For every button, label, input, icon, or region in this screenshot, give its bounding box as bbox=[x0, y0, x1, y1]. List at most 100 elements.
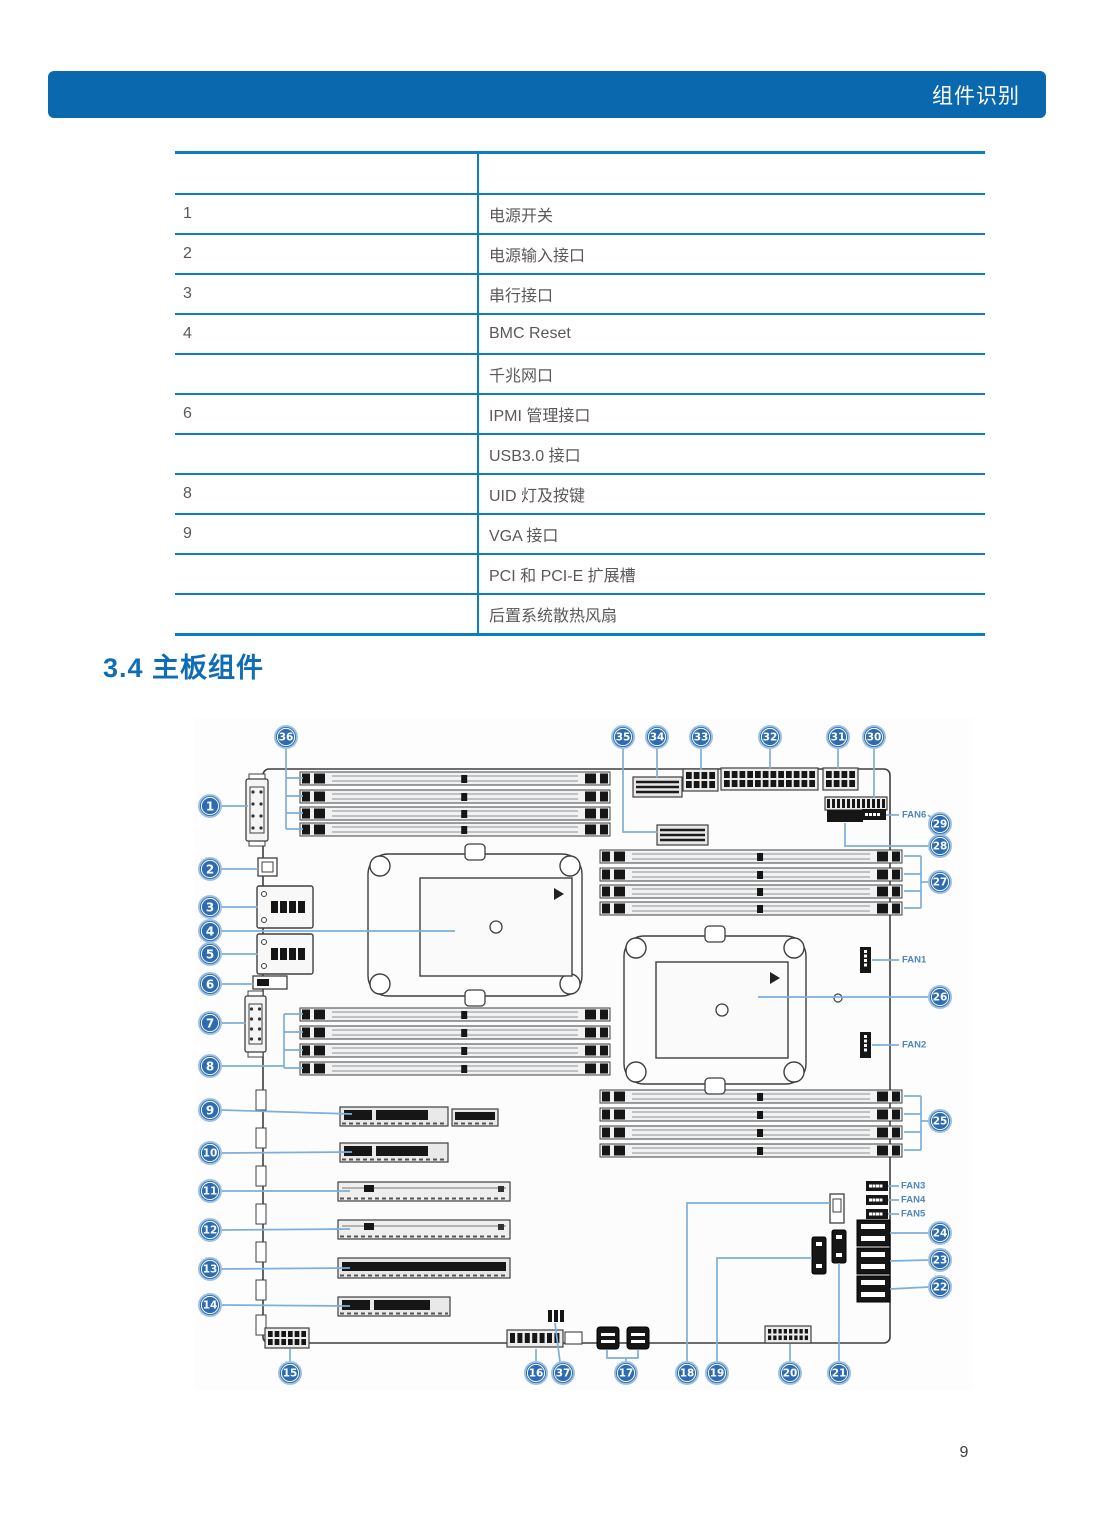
table-header-row bbox=[175, 154, 985, 195]
svg-text:17: 17 bbox=[619, 1368, 634, 1380]
svg-text:2: 2 bbox=[206, 863, 214, 877]
callout-16: 16 bbox=[525, 1349, 547, 1384]
callout-15: 15 bbox=[279, 1349, 301, 1384]
callout-6: 6 bbox=[199, 973, 254, 995]
table-row: 4BMC Reset bbox=[175, 315, 985, 355]
table-cell-desc: 电源开关 bbox=[479, 195, 985, 233]
section-title: 3.4 主板组件 bbox=[103, 646, 264, 685]
svg-text:31: 31 bbox=[831, 732, 846, 744]
page-number: 9 bbox=[952, 1444, 976, 1462]
svg-text:33: 33 bbox=[694, 732, 709, 744]
callout-27: 27 bbox=[904, 856, 951, 908]
callout-2: 2 bbox=[199, 858, 258, 880]
svg-text:32: 32 bbox=[763, 732, 778, 744]
table-cell-number: 1 bbox=[175, 195, 479, 233]
table-cell-number bbox=[175, 435, 479, 473]
callout-3: 3 bbox=[199, 896, 258, 918]
fan-label-fan5: FAN5 bbox=[888, 1209, 926, 1220]
svg-text:7: 7 bbox=[206, 1017, 214, 1031]
motherboard-svg: FAN6FAN1FAN2FAN3FAN4FAN51234567891011121… bbox=[195, 718, 972, 1390]
svg-text:22: 22 bbox=[933, 1282, 948, 1294]
svg-text:1: 1 bbox=[206, 800, 214, 814]
table-cell-desc: BMC Reset bbox=[479, 315, 985, 353]
page-header-bar: 组件识别 bbox=[48, 71, 1046, 118]
svg-text:13: 13 bbox=[203, 1264, 218, 1276]
svg-text:5: 5 bbox=[206, 948, 214, 962]
svg-text:25: 25 bbox=[933, 1116, 948, 1128]
svg-text:FAN1: FAN1 bbox=[902, 955, 927, 966]
table-cell-number bbox=[175, 355, 479, 393]
table-cell-number: 3 bbox=[175, 275, 479, 313]
svg-text:21: 21 bbox=[832, 1368, 847, 1380]
svg-text:24: 24 bbox=[933, 1228, 948, 1240]
svg-text:9: 9 bbox=[206, 1104, 214, 1118]
svg-text:26: 26 bbox=[933, 992, 948, 1004]
callout-22: 22 bbox=[890, 1276, 951, 1298]
table-cell-desc: 千兆网口 bbox=[479, 355, 985, 393]
svg-text:FAN4: FAN4 bbox=[901, 1195, 926, 1206]
svg-text:35: 35 bbox=[616, 732, 631, 744]
component-table: 1电源开关2电源输入接口3串行接口4BMC Reset千兆网口6IPMI 管理接… bbox=[175, 151, 985, 636]
svg-text:10: 10 bbox=[203, 1148, 218, 1160]
svg-text:36: 36 bbox=[279, 732, 294, 744]
table-cell-number bbox=[175, 555, 479, 593]
callout-1: 1 bbox=[199, 795, 248, 817]
table-row: USB3.0 接口 bbox=[175, 435, 985, 475]
page-header-title: 组件识别 bbox=[932, 80, 1020, 110]
callout-33: 33 bbox=[690, 726, 712, 770]
svg-text:28: 28 bbox=[933, 841, 948, 853]
callout-24: 24 bbox=[890, 1222, 951, 1244]
table-cell-desc: USB3.0 接口 bbox=[479, 435, 985, 473]
table-cell-number: 4 bbox=[175, 315, 479, 353]
table-row: 6IPMI 管理接口 bbox=[175, 395, 985, 435]
table-row: 2电源输入接口 bbox=[175, 235, 985, 275]
callout-5: 5 bbox=[199, 943, 258, 965]
callout-25: 25 bbox=[904, 1096, 951, 1150]
svg-text:3: 3 bbox=[206, 901, 214, 915]
table-row: 3串行接口 bbox=[175, 275, 985, 315]
table-row: 后置系统散热风扇 bbox=[175, 595, 985, 633]
svg-text:37: 37 bbox=[556, 1368, 571, 1380]
svg-text:15: 15 bbox=[283, 1368, 298, 1380]
table-cell-desc: IPMI 管理接口 bbox=[479, 395, 985, 433]
svg-text:19: 19 bbox=[710, 1368, 725, 1380]
table-cell-number bbox=[175, 595, 479, 633]
svg-text:14: 14 bbox=[203, 1300, 218, 1312]
callout-17: 17 bbox=[607, 1350, 638, 1384]
callout-31: 31 bbox=[827, 726, 849, 769]
svg-text:FAN2: FAN2 bbox=[902, 1040, 926, 1051]
callout-7: 7 bbox=[199, 1012, 246, 1034]
svg-text:8: 8 bbox=[206, 1060, 214, 1074]
svg-text:4: 4 bbox=[206, 925, 214, 939]
callout-20: 20 bbox=[779, 1344, 801, 1384]
table-cell-number: 6 bbox=[175, 395, 479, 433]
table-cell-number: 2 bbox=[175, 235, 479, 273]
svg-text:FAN5: FAN5 bbox=[901, 1209, 926, 1220]
table-row: 1电源开关 bbox=[175, 195, 985, 235]
table-cell-desc: 串行接口 bbox=[479, 275, 985, 313]
table-cell-desc: UID 灯及按键 bbox=[479, 475, 985, 513]
table-cell-desc: VGA 接口 bbox=[479, 515, 985, 553]
svg-text:11: 11 bbox=[203, 1186, 218, 1198]
svg-text:12: 12 bbox=[203, 1225, 218, 1237]
svg-text:29: 29 bbox=[933, 819, 948, 831]
fan-label-fan3: FAN3 bbox=[888, 1181, 925, 1192]
table-row: 8UID 灯及按键 bbox=[175, 475, 985, 515]
fan-label-fan6: FAN6 bbox=[886, 810, 926, 821]
table-row: PCI 和 PCI-E 扩展槽 bbox=[175, 555, 985, 595]
svg-text:18: 18 bbox=[680, 1368, 695, 1380]
table-cell-number: 8 bbox=[175, 475, 479, 513]
table-cell-desc: 后置系统散热风扇 bbox=[479, 595, 985, 633]
svg-text:23: 23 bbox=[933, 1255, 948, 1267]
svg-text:6: 6 bbox=[206, 978, 214, 992]
table-cell-number: 9 bbox=[175, 515, 479, 553]
svg-text:34: 34 bbox=[650, 732, 665, 744]
motherboard-diagram-panel: FAN6FAN1FAN2FAN3FAN4FAN51234567891011121… bbox=[195, 718, 972, 1390]
table-cell-desc: 电源输入接口 bbox=[479, 235, 985, 273]
table-row: 9VGA 接口 bbox=[175, 515, 985, 555]
svg-text:16: 16 bbox=[529, 1368, 544, 1380]
table-cell-desc: PCI 和 PCI-E 扩展槽 bbox=[479, 555, 985, 593]
callout-23: 23 bbox=[890, 1249, 951, 1271]
callout-32: 32 bbox=[759, 726, 781, 769]
svg-text:FAN3: FAN3 bbox=[901, 1181, 925, 1192]
